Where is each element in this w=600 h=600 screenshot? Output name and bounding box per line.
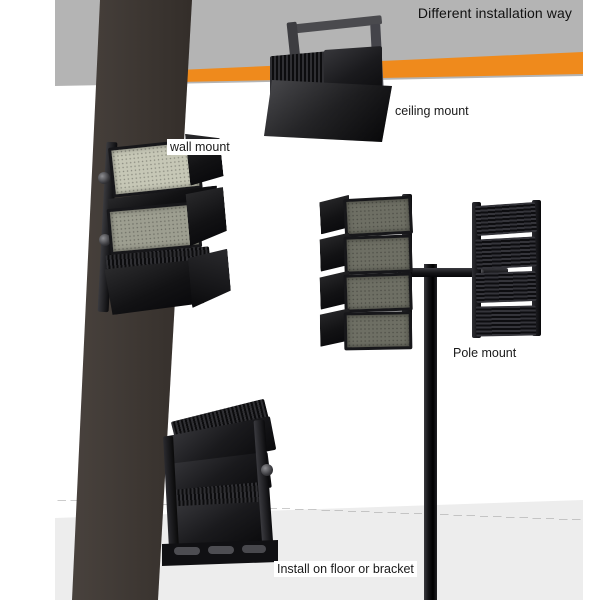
ceiling-fixture-housing: [264, 80, 392, 142]
pole-right-fixture-3: [475, 270, 537, 304]
mounting-pole: [424, 264, 437, 600]
pole-left-fixture-4: [320, 309, 413, 351]
wall-mount-bolt-1: [98, 172, 110, 184]
pole-cluster-right: [472, 200, 544, 340]
pole-cluster-right-rail-outer: [532, 200, 541, 336]
wall-fixture-2: [106, 191, 228, 256]
label-floor-mount: Install on floor or bracket: [274, 561, 417, 577]
label-pole-mount: Pole mount: [450, 345, 520, 361]
pole-left-fixture-4-led-panel: [343, 311, 413, 351]
base-bracket-slot-3: [242, 545, 266, 553]
page-title: Different installation way: [411, 3, 578, 23]
wall-mount-cluster: [96, 138, 236, 318]
label-ceiling-mount: ceiling mount: [392, 103, 472, 119]
base-bracket-slot-1: [174, 547, 200, 555]
pole-left-fixture-1: [319, 194, 414, 238]
pole-cross-arm: [398, 268, 508, 277]
ceiling-fixture-housing-shade: [264, 80, 392, 142]
ceiling-mount-fixture: [262, 15, 402, 143]
pole-cluster-left: [316, 194, 420, 351]
left-margin: [0, 0, 55, 600]
pole-left-fixture-3-led-panel: [343, 272, 413, 313]
pole-left-fixture-1-led-panel: [343, 195, 414, 238]
hanger-bracket-top: [289, 15, 383, 34]
right-margin: [583, 0, 600, 600]
label-wall-mount: wall mount: [167, 139, 233, 155]
wall-fixture-3: [104, 246, 233, 318]
pole-cluster-right-rail: [472, 202, 481, 338]
wall-fixture-2-glare-shield: [185, 187, 228, 246]
pole-left-fixture-2: [319, 232, 413, 275]
floor-fixture-lower-housing: [169, 501, 271, 547]
wall-fixture-3-side-shield: [187, 249, 232, 308]
pole-left-fixture-2-led-panel: [343, 234, 413, 275]
pole-right-fixture-4: [475, 305, 537, 337]
pole-right-fixture-2: [475, 236, 537, 270]
base-bracket-slot-2: [208, 546, 234, 554]
pole-left-fixture-3: [319, 270, 413, 313]
pole-right-fixture-1: [475, 201, 537, 237]
floor-mount-fixture: [160, 398, 290, 570]
floor-fixture-pivot-bolt: [261, 464, 273, 476]
